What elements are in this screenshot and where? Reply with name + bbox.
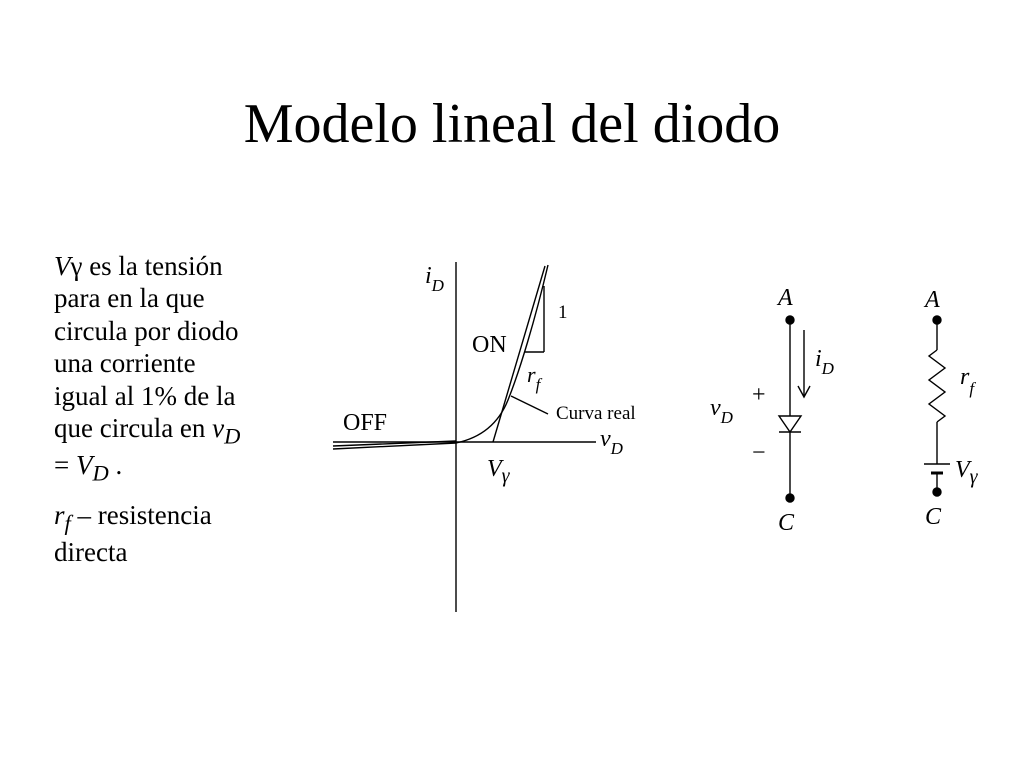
vgamma-graph-label: Vγ [487,456,511,487]
real-curve [455,264,549,444]
period: . [108,450,123,481]
text-line: – resistencia [70,499,212,530]
text-line: una corriente [54,348,196,379]
x-axis-label: vD [600,426,624,458]
model-circuit-labels: A C rf Vγ [923,287,979,530]
rf-subscript: f [64,510,71,536]
text-line: directa [54,537,128,568]
on-line [492,265,546,443]
anode-label: A [776,285,793,311]
slope-one-label: 1 [558,302,568,323]
diode-circuit-labels: A C iD vD + − [710,285,835,536]
slide-title: Modelo lineal del diodo [243,93,781,155]
vd-symbol: v [212,412,225,443]
curva-real-pointer [510,395,549,415]
VD-subscript: D [92,460,109,486]
current-arrowhead [797,385,811,399]
gamma-symbol: γ [70,251,83,281]
text-line: circula por diodo [54,315,239,346]
model-cathode-label: C [925,504,942,530]
equals-sign: = [54,450,76,481]
cathode-terminal [785,493,795,503]
off-line [332,442,457,450]
on-label: ON [472,332,507,358]
diode-symbol [777,415,803,434]
model-circuit [924,315,950,497]
model-anode-terminal [932,315,942,325]
voltage-label: vD [710,395,734,427]
model-vgamma-label: Vγ [955,457,979,488]
text-line: igual al 1% de la [54,380,236,411]
off-line-model [332,440,457,447]
vgamma-symbol: V [54,251,71,281]
current-label: iD [815,346,835,378]
model-cathode-terminal [932,487,942,497]
minus-sign: − [752,440,766,466]
rf-graph-label: rf [527,362,543,394]
plus-sign: + [752,382,766,408]
model-rf-label: rf [960,364,976,398]
VD-symbol: V [75,450,93,481]
resistance-paragraph: rf – resistencia directa [54,499,304,569]
text-line: para en la que [54,283,205,314]
iv-graph-labels: iD vD ON OFF 1 rf Curva real Vγ [343,263,636,487]
iv-graph [332,262,596,612]
model-anode-label: A [923,287,940,313]
threshold-paragraph: Vγ es la tensión para en la que circula … [54,250,304,487]
cathode-label: C [778,510,795,536]
text-line: que circula en [54,412,213,443]
description-text: Vγ es la tensión para en la que circula … [54,250,304,581]
vd-subscript: D [224,423,241,449]
y-axis-label: iD [425,263,445,295]
anode-terminal [785,315,795,325]
rf-symbol: r [54,499,65,530]
resistor-symbol [927,349,947,423]
off-label: OFF [343,410,387,436]
text-line: es la tensión [82,251,223,281]
diode-circuit [777,315,811,503]
curva-real-label: Curva real [556,403,636,424]
